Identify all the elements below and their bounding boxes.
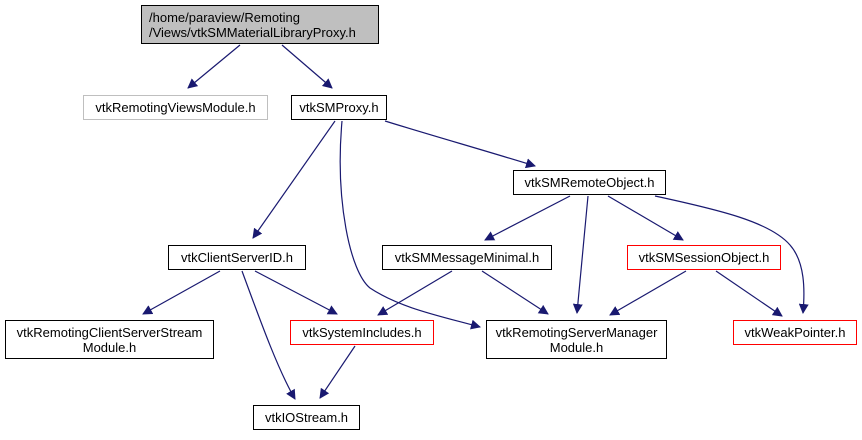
node-messageminimal[interactable]: vtkSMMessageMinimal.h: [382, 245, 552, 270]
node-clientserverid[interactable]: vtkClientServerID.h: [168, 245, 306, 270]
edge-remoteobject-to-messageminimal: [484, 195, 571, 241]
node-label: vtkSMSessionObject.h: [638, 250, 770, 265]
node-label: vtkSystemIncludes.h: [302, 325, 422, 340]
node-remoteobject[interactable]: vtkSMRemoteObject.h: [513, 170, 666, 195]
edge-messageminimal-to-systemincludes: [377, 270, 453, 316]
node-iostream[interactable]: vtkIOStream.h: [253, 405, 360, 430]
node-weakpointer[interactable]: vtkWeakPointer.h: [733, 320, 857, 345]
node-label: vtkClientServerID.h: [181, 250, 293, 265]
node-root[interactable]: /home/paraview/Remoting /Views/vtkSMMate…: [141, 5, 379, 44]
edge-root-to-viewsmodule: [187, 44, 241, 89]
node-label: vtkIOStream.h: [264, 410, 349, 425]
edge-messageminimal-to-servermanagermodule: [481, 270, 549, 315]
node-label: vtkSMMessageMinimal.h: [394, 250, 540, 265]
node-label: vtkRemotingViewsModule.h: [95, 100, 256, 115]
edge-sessionobject-to-servermanagermodule: [609, 270, 687, 316]
edge-smproxy-to-remoteobject: [384, 120, 536, 169]
edge-remoteobject-to-servermanagermodule: [572, 195, 589, 314]
node-csstreammodule[interactable]: vtkRemotingClientServerStream Module.h: [5, 320, 214, 359]
edge-clientserverid-to-csstreammodule: [142, 270, 221, 315]
node-label: vtkSMRemoteObject.h: [524, 175, 655, 190]
node-systemincludes[interactable]: vtkSystemIncludes.h: [290, 320, 434, 345]
node-label: vtkRemotingServerManager Module.h: [495, 324, 658, 355]
edge-systemincludes-to-iostream: [319, 345, 356, 399]
edge-smproxy-to-clientserverid: [252, 120, 336, 239]
node-viewsmodule[interactable]: vtkRemotingViewsModule.h: [83, 95, 268, 120]
node-sessionobject[interactable]: vtkSMSessionObject.h: [627, 245, 781, 270]
edge-remoteobject-to-weakpointer: [654, 195, 809, 314]
node-smproxy[interactable]: vtkSMProxy.h: [291, 95, 387, 120]
node-label: /home/paraview/Remoting /Views/vtkSMMate…: [149, 9, 356, 40]
edge-root-to-smproxy: [281, 44, 333, 89]
edge-clientserverid-to-iostream: [241, 270, 296, 400]
edge-sessionobject-to-weakpointer: [715, 270, 783, 317]
edge-smproxy-to-servermanagermodule: [339, 120, 481, 330]
node-servermanagermodule[interactable]: vtkRemotingServerManager Module.h: [486, 320, 667, 359]
edge-clientserverid-to-systemincludes: [254, 270, 338, 315]
node-label: vtkSMProxy.h: [299, 100, 379, 115]
node-label: vtkWeakPointer.h: [744, 325, 846, 340]
node-label: vtkRemotingClientServerStream Module.h: [16, 324, 203, 355]
edge-remoteobject-to-sessionobject: [607, 195, 684, 241]
